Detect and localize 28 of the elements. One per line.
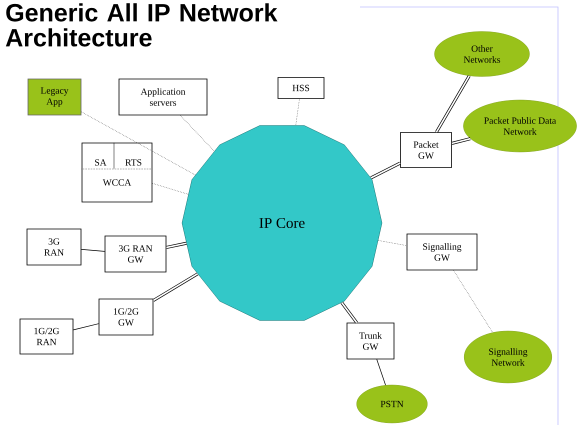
- connector-line: [295, 98, 300, 126]
- connector-line: [376, 359, 386, 386]
- server-box: Application servers: [118, 78, 208, 116]
- connector-line: [166, 242, 187, 249]
- application-box: Legacy App: [28, 78, 82, 116]
- connector-line: [452, 137, 471, 145]
- gateway-box: 1G/2G GW: [98, 298, 154, 336]
- function-box: SA RTS WCCA: [82, 142, 152, 202]
- connector-line: [152, 183, 189, 195]
- access-network-box: 3G RAN: [26, 228, 82, 266]
- server-box: HSS: [278, 77, 324, 99]
- connector-line: [152, 272, 198, 302]
- gateway-box: Trunk GW: [346, 322, 394, 360]
- connector-line: [340, 302, 358, 324]
- connector-line: [81, 249, 105, 252]
- gateway-box: Signalling GW: [406, 234, 478, 270]
- access-network-box: 1G/2G RAN: [20, 318, 74, 354]
- gateway-box: Packet GW: [400, 132, 452, 168]
- connector-line: [435, 75, 471, 133]
- connector-line: [81, 112, 196, 176]
- connector-line: [180, 115, 215, 152]
- connector-line: [453, 270, 493, 333]
- connector-line: [73, 323, 99, 330]
- gateway-box: 3G RAN GW: [104, 236, 166, 272]
- connector-line: [378, 240, 407, 246]
- core-cloud: IP Core: [182, 125, 382, 321]
- connector-line: [370, 162, 401, 180]
- title: Generic All IP Network Architecture: [6, 3, 278, 47]
